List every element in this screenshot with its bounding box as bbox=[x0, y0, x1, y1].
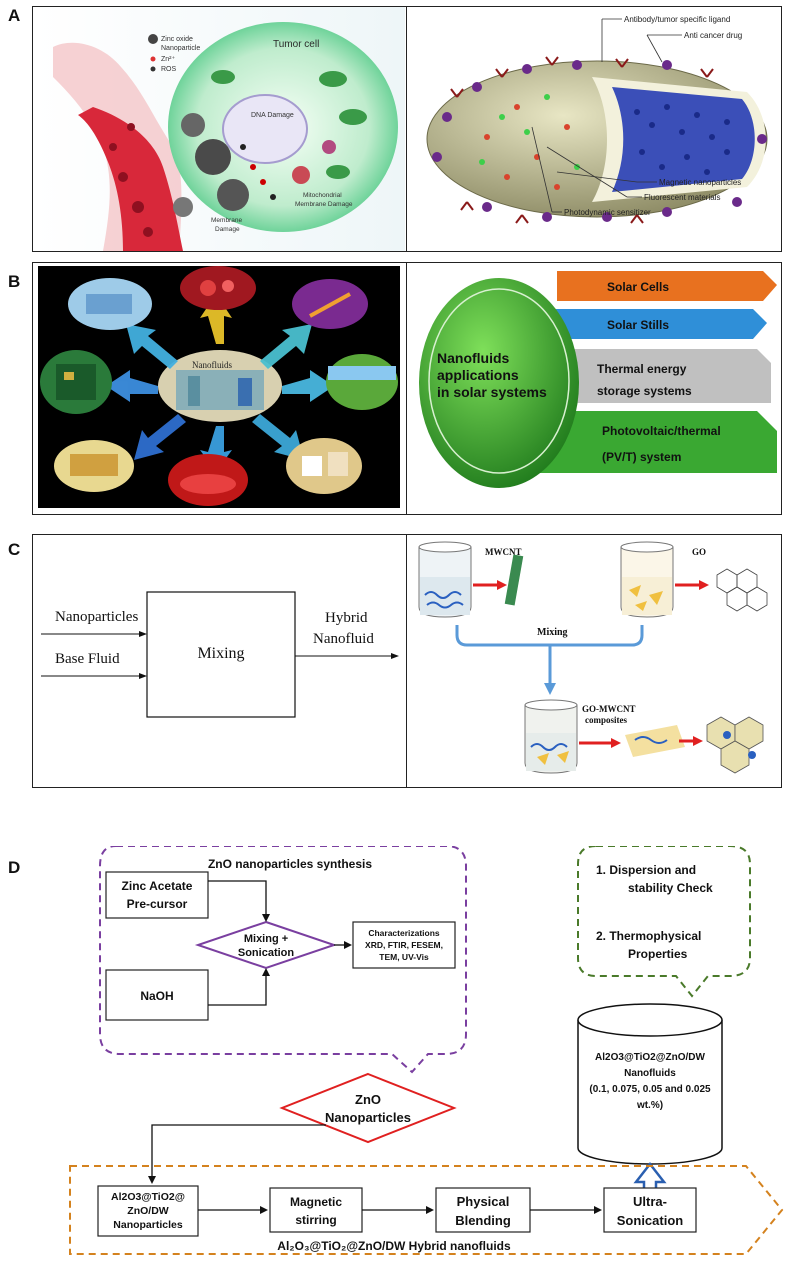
box2-line-1: Magnetic bbox=[290, 1195, 342, 1209]
mwcnt-label: MWCNT bbox=[485, 547, 522, 557]
box3-line-1: Physical bbox=[457, 1194, 510, 1209]
mito-damage-label-2: Membrane Damage bbox=[295, 201, 353, 208]
legend-zno: Zinc oxide bbox=[161, 36, 193, 43]
legend-nanoparticle: Nanoparticle bbox=[161, 45, 200, 52]
stability-check-bubble bbox=[577, 846, 751, 998]
composite-line-1: GO-MWCNT bbox=[582, 704, 636, 714]
item-solar-stills: Solar Stills bbox=[607, 318, 669, 332]
item-pvt-line-2: (PV/T) system bbox=[602, 450, 681, 464]
mixing-sonication-diamond bbox=[194, 920, 338, 970]
label-antibody: Antibody/tumor specific ligand bbox=[624, 15, 730, 24]
tumor-cell-label: Tumor cell bbox=[273, 39, 319, 50]
box1-line-2: ZnO/DW bbox=[127, 1205, 168, 1217]
circle-line-3: in solar systems bbox=[437, 384, 547, 400]
dna-damage-label: DNA Damage bbox=[251, 112, 294, 119]
circle-line-2: applications bbox=[437, 367, 519, 383]
panel-c-right-diagram: MWCNT GO Mixing GO-MWCNT composites bbox=[418, 541, 768, 774]
box3-line-2: Blending bbox=[455, 1213, 511, 1228]
input-base-fluid: Base Fluid bbox=[55, 651, 120, 667]
item-solar-cells: Solar Cells bbox=[607, 280, 669, 294]
bottom-region-title: Al₂O₃@TiO₂@ZnO/DW Hybrid nanofluids bbox=[277, 1239, 511, 1253]
panel-b-divider bbox=[406, 262, 407, 515]
banner-solar-cells bbox=[557, 271, 777, 301]
label-photodynamic: Photodynamic sensitizer bbox=[564, 208, 651, 217]
panel-a-divider bbox=[406, 6, 407, 252]
char-line-2: XRD, FTIR, FESEM, bbox=[365, 940, 443, 950]
cyl-line-3: (0.1, 0.075, 0.05 and 0.025 bbox=[589, 1084, 711, 1095]
zinc-acetate-line-2: Pre-cursor bbox=[127, 897, 188, 911]
cyl-line-4: wt.%) bbox=[636, 1100, 663, 1111]
box4-line-2: Sonication bbox=[617, 1213, 684, 1228]
solar-systems-circle bbox=[419, 278, 579, 488]
panel-b-left-illustration: Nanofluids bbox=[38, 266, 400, 508]
panel-c-divider bbox=[406, 534, 407, 788]
panel-d-flowchart: ZnO nanoparticles synthesis Zinc Acetate… bbox=[69, 846, 784, 1255]
check-item-2-line-1: 2. Thermophysical bbox=[596, 929, 701, 943]
output-line-1: Hybrid bbox=[325, 610, 368, 626]
char-line-1: Characterizations bbox=[368, 928, 440, 938]
box2-line-2: stirring bbox=[295, 1213, 336, 1227]
box1-line-3: Nanoparticles bbox=[113, 1219, 183, 1231]
zinc-acetate-line-1: Zinc Acetate bbox=[122, 879, 193, 893]
synthesis-dashed-region bbox=[99, 846, 467, 1074]
input-nanoparticles: Nanoparticles bbox=[55, 609, 138, 625]
circle-line-1: Nanofluids bbox=[437, 350, 510, 366]
label-magnetic-np: Magnetic nanoparticles bbox=[659, 178, 741, 187]
mixing-process-label: Mixing bbox=[197, 645, 244, 662]
zno-line-1: ZnO bbox=[355, 1092, 381, 1107]
panel-letter-d: D bbox=[8, 858, 21, 877]
check-item-1-line-1: 1. Dispersion and bbox=[596, 863, 696, 877]
label-fluorescent: Fluorescent materials bbox=[644, 193, 720, 202]
zno-nanoparticles-diamond bbox=[279, 1072, 457, 1144]
zinc-acetate-box bbox=[105, 871, 209, 919]
membrane-damage-label-1: Membrane bbox=[211, 217, 242, 224]
membrane-damage-label-2: Damage bbox=[215, 226, 240, 233]
output-line-2: Nanofluid bbox=[313, 631, 374, 647]
mixing-line-2: Sonication bbox=[238, 947, 295, 959]
check-item-1-line-2: stability Check bbox=[628, 881, 713, 895]
box4-line-1: Ultra- bbox=[633, 1194, 667, 1209]
banner-solar-stills bbox=[547, 309, 767, 339]
cyl-line-2: Nanofluids bbox=[624, 1068, 676, 1079]
bottom-process-region bbox=[69, 1165, 784, 1255]
composite-line-2: composites bbox=[585, 715, 627, 725]
synthesis-title: ZnO nanoparticles synthesis bbox=[208, 857, 372, 871]
mixing-label: Mixing bbox=[537, 627, 568, 638]
item-pvt-line-1: Photovoltaic/thermal bbox=[602, 424, 721, 438]
step-nanoparticles-box bbox=[97, 1185, 199, 1237]
panel-a-right-illustration: Antibody/tumor specific ligand Anti canc… bbox=[426, 15, 768, 224]
naoh-box bbox=[105, 969, 209, 1021]
characterizations-box bbox=[352, 921, 456, 969]
panel-letter-b: B bbox=[8, 272, 21, 291]
legend-ros: ROS bbox=[161, 66, 177, 73]
cyl-line-1: Al2O3@TiO2@ZnO/DW bbox=[595, 1052, 705, 1063]
banner-thermal-storage bbox=[552, 349, 771, 403]
center-nanofluids-label: Nanofluids bbox=[192, 360, 232, 370]
panel-b-right-illustration: Nanofluids applications in solar systems… bbox=[419, 271, 777, 488]
mito-damage-label-1: Mitochondrial bbox=[303, 192, 342, 199]
step-magnetic-stirring-box bbox=[269, 1187, 363, 1233]
step-ultrasonication-box bbox=[603, 1187, 697, 1233]
panel-letter-a: A bbox=[8, 6, 21, 25]
panel-letter-c: C bbox=[8, 540, 21, 559]
banner-pvt bbox=[537, 411, 777, 473]
legend-zn-ion: Zn²⁺ bbox=[161, 56, 176, 63]
panel-a-left-illustration: Zinc oxide Nanoparticle Zn²⁺ ROS Tumor c… bbox=[33, 7, 405, 251]
char-line-3: TEM, UV-Vis bbox=[379, 952, 429, 962]
naoh-label: NaOH bbox=[140, 989, 173, 1003]
box1-line-1: Al2O3@TiO2@ bbox=[111, 1191, 185, 1203]
check-item-2-line-2: Properties bbox=[628, 947, 688, 961]
go-label: GO bbox=[692, 547, 706, 557]
mixing-line-1: Mixing + bbox=[244, 933, 288, 945]
item-thermal-line-1: Thermal energy bbox=[597, 362, 687, 376]
item-thermal-line-2: storage systems bbox=[597, 384, 692, 398]
label-anticancer-drug: Anti cancer drug bbox=[684, 31, 742, 40]
zno-line-2: Nanoparticles bbox=[325, 1110, 411, 1125]
mixing-process-box bbox=[146, 591, 296, 718]
panel-c-left-diagram: Mixing Nanoparticles Base Fluid Hybrid N… bbox=[41, 591, 399, 718]
